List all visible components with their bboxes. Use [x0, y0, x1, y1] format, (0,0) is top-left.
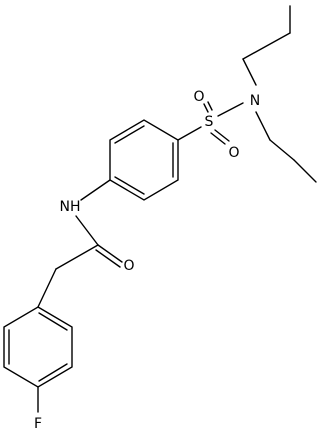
bond-c-o-b [95, 249, 121, 268]
bond-propyl-upper-2 [242, 32, 291, 60]
bond-propyl-lower-3 [293, 159, 317, 183]
bond-propyl-upper-1 [242, 58, 257, 86]
bond-s-o-lower-a [210, 132, 226, 145]
atom-label-oxygen-sulfonyl-lower: O [228, 145, 239, 161]
bond-s-ring [177, 126, 202, 141]
atom-label-oxygen-sulfonyl-upper: O [193, 89, 204, 105]
atom-label-nitrogen-amide: NH [60, 199, 81, 215]
atom-label-fluorine: F [34, 416, 42, 432]
bond-c-o-a [97, 244, 123, 263]
bond-s-n [217, 102, 244, 117]
bond-s-o-upper-b [207, 101, 213, 111]
benzene-ring-upper [109, 119, 179, 201]
benzene-ring-lower [3, 306, 73, 388]
atom-label-sulfur: S [205, 114, 214, 130]
bond-layer [3, 5, 317, 413]
bond-ring-nh [80, 179, 111, 201]
bond-propyl-lower-1 [255, 111, 271, 141]
bond-s-o-upper-a [203, 103, 209, 113]
bond-carbonyl-ch2 [55, 244, 99, 270]
bond-s-o-lower-b [214, 129, 230, 142]
ring-lower-inner-2 [38, 363, 68, 382]
ring-upper-inner-2 [114, 176, 145, 195]
atom-label-oxygen-carbonyl: O [123, 258, 134, 274]
atom-label-nitrogen-sulfonamide: N [250, 93, 260, 109]
atom-label-layer: S O O N NH O F [34, 89, 260, 432]
bond-ch2-ring [37, 268, 57, 308]
ring-lower-inner-1 [38, 312, 68, 331]
ring-upper-inner-3 [114, 125, 145, 144]
bond-nh-carbonyl [75, 215, 99, 246]
bond-propyl-lower-2 [269, 139, 295, 161]
